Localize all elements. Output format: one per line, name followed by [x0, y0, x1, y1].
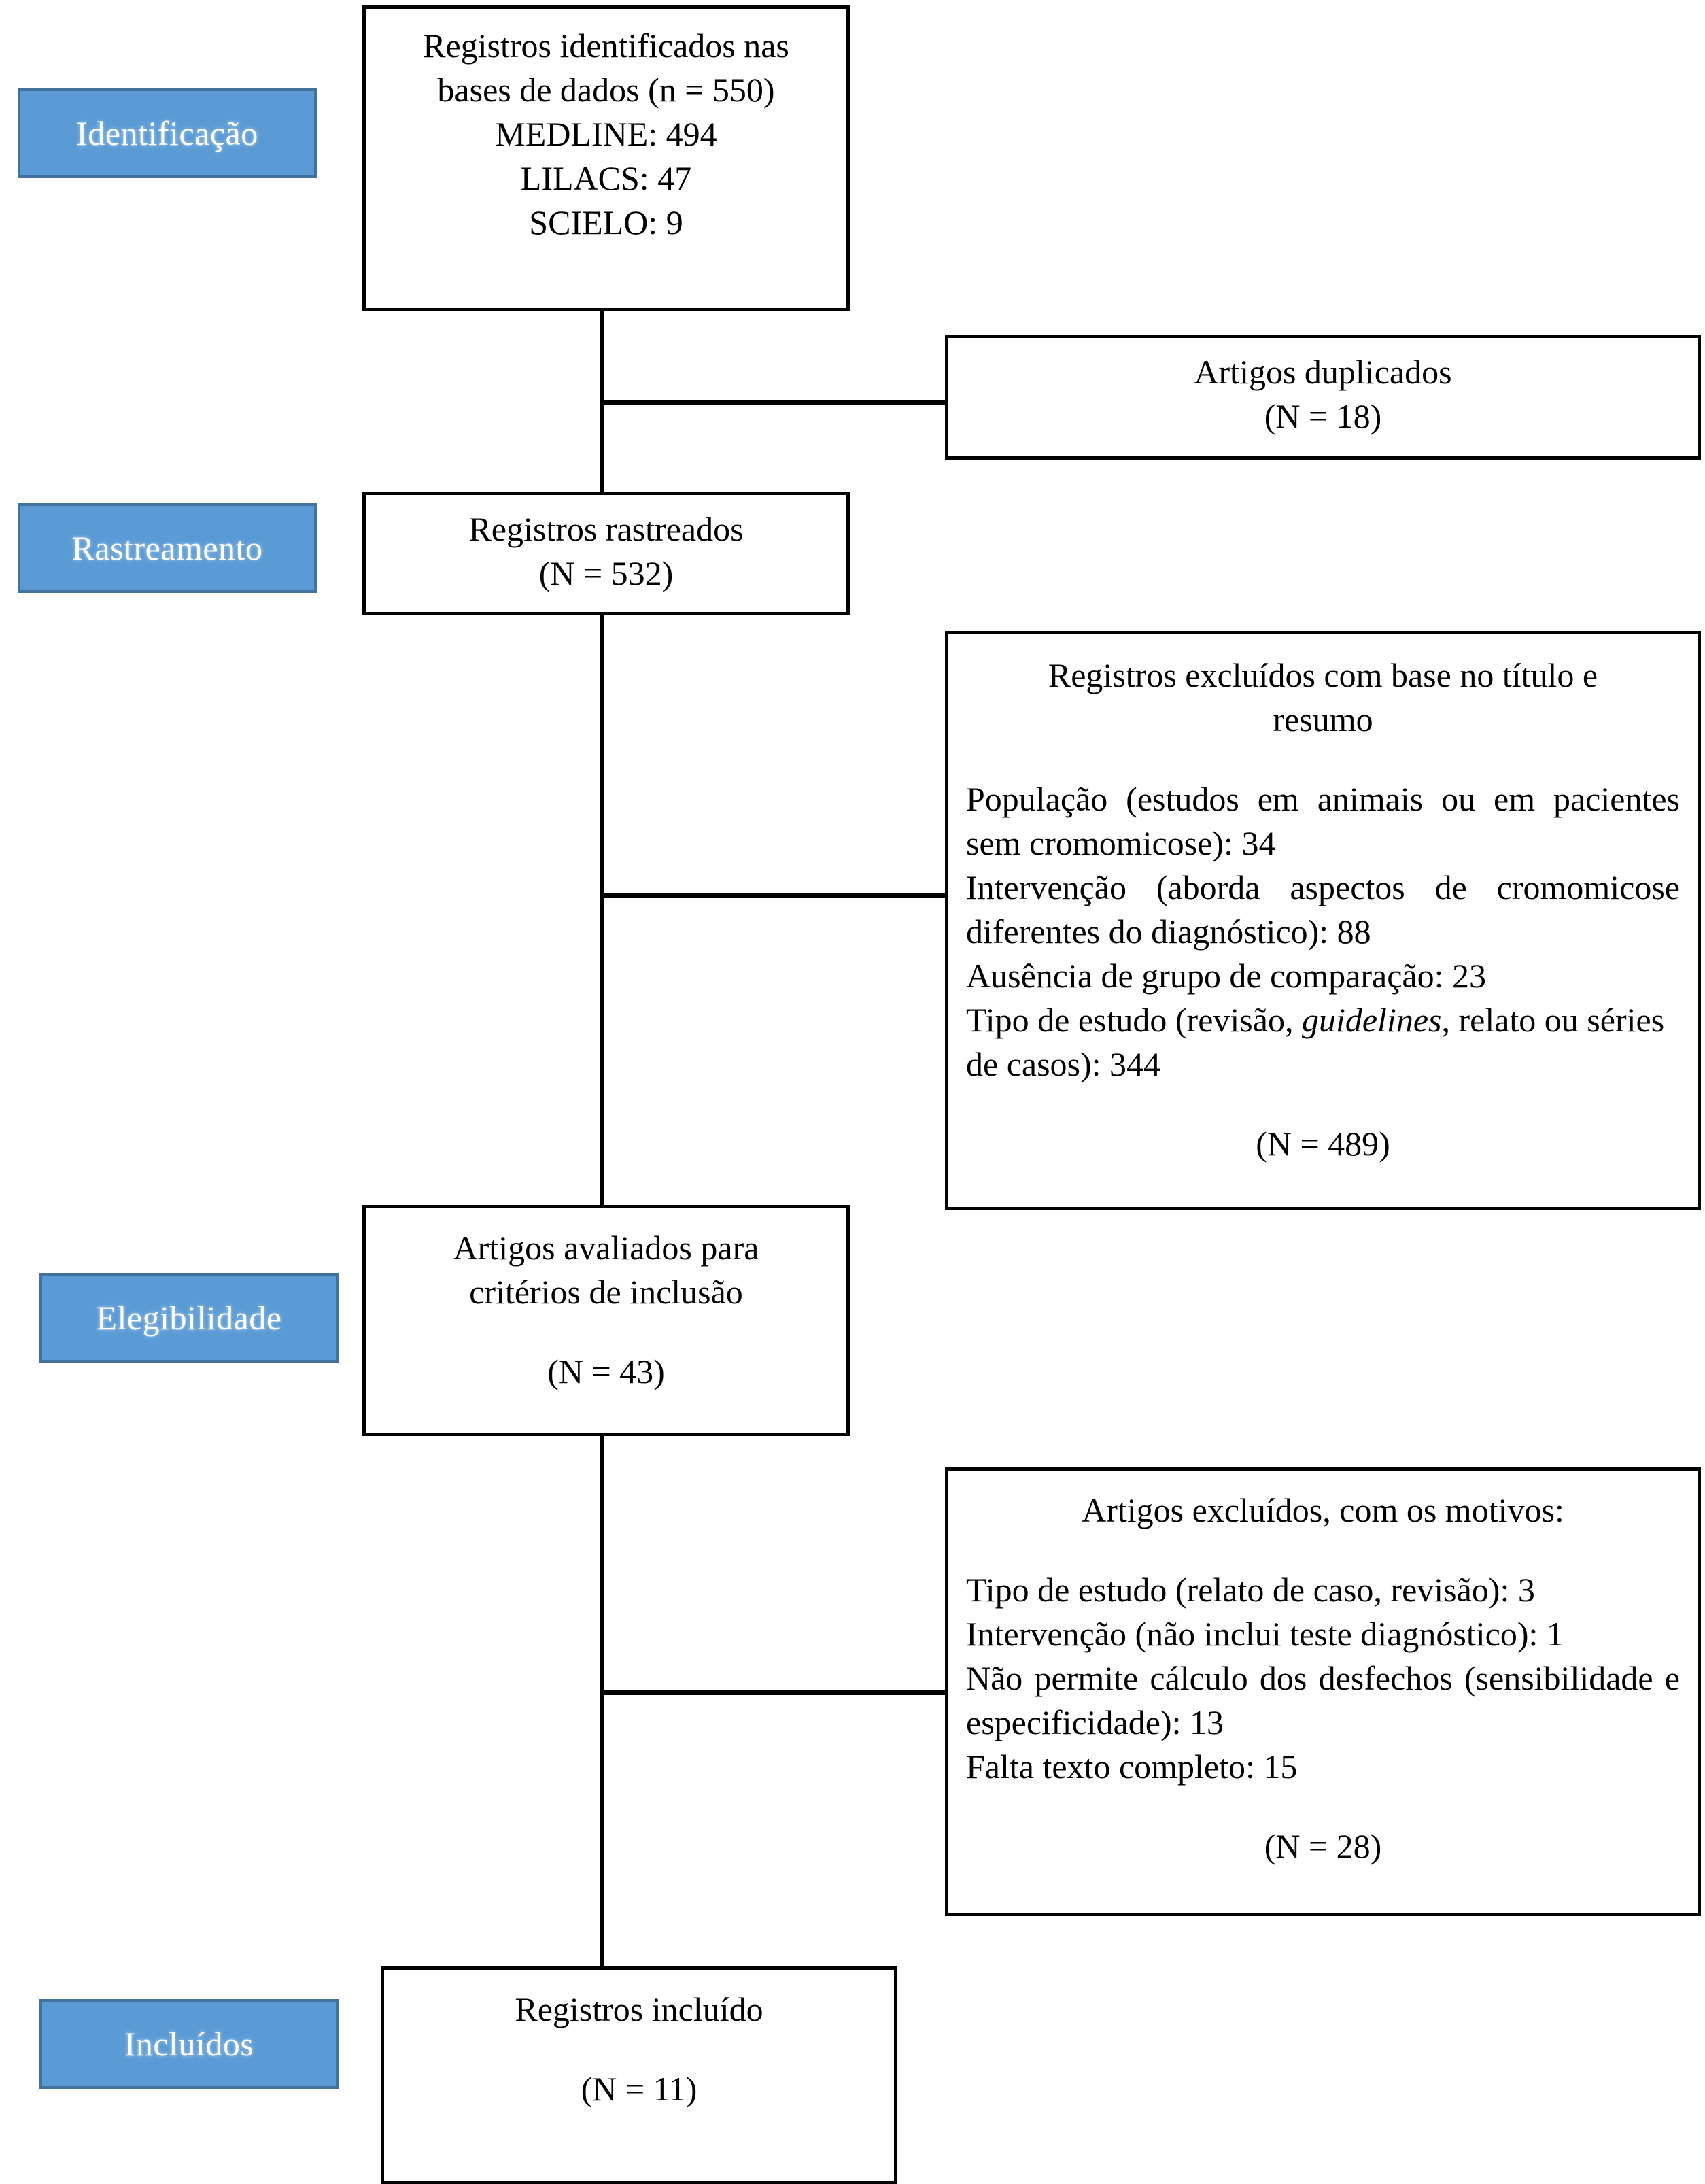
stage-label-identificacao: Identificação: [18, 88, 317, 178]
excluded-title-abstract-reason-intervention: Intervenção (aborda aspectos de cromomic…: [966, 868, 1680, 951]
records-identified-lilacs: LILACS: 47: [520, 159, 692, 197]
records-identified-line-2: bases de dados (n = 550): [437, 71, 775, 109]
excluded-fulltext-spacer: [966, 1533, 1680, 1568]
stage-label-text: Identificação: [76, 114, 258, 152]
records-identified-line-1: Registros identificados nas: [423, 27, 789, 65]
study-type-italic: guidelines: [1301, 1001, 1442, 1039]
excluded-fulltext-reason-missing-fulltext: Falta texto completo: 15: [966, 1747, 1298, 1786]
excluded-title-abstract-heading: Registros excluídos com base no título e…: [1048, 656, 1598, 738]
excluded-title-abstract-reason-comparison: Ausência de grupo de comparação: 23: [966, 957, 1486, 995]
stage-label-text: Rastreamento: [71, 528, 263, 567]
excluded-fulltext-reason-outcomes: Não permite cálculo dos desfechos (sensi…: [966, 1659, 1680, 1741]
box-excluded-title-abstract: Registros excluídos com base no título e…: [945, 631, 1701, 1210]
stage-label-rastreamento: Rastreamento: [18, 503, 317, 593]
stage-label-incluidos: Incluídos: [39, 1999, 339, 2089]
excluded-title-abstract-spacer-2: [966, 1087, 1680, 1122]
excluded-title-abstract-spacer: [966, 742, 1680, 777]
excluded-fulltext-reason-study-type: Tipo de estudo (relato de caso, revisão)…: [966, 1571, 1535, 1609]
box-records-identified: Registros identificados nas bases de dad…: [362, 5, 850, 311]
included-total: (N = 11): [581, 2070, 698, 2108]
stage-label-text: Elegibilidade: [96, 1298, 282, 1337]
records-identified-medline: MEDLINE: 494: [495, 115, 717, 153]
excluded-fulltext-total: (N = 28): [1264, 1827, 1382, 1865]
box-articles-assessed: Artigos avaliados para critérios de incl…: [362, 1205, 850, 1436]
box-records-screened: Registros rastreados (N = 532): [362, 492, 850, 615]
connector-horizontal-excluded-title-abstract: [600, 893, 945, 898]
assessed-total: (N = 43): [547, 1352, 665, 1390]
excluded-fulltext-spacer-2: [966, 1789, 1680, 1824]
excluded-title-abstract-total: (N = 489): [1256, 1125, 1390, 1163]
screened-count: (N = 532): [538, 554, 674, 592]
assessed-spacer: [383, 1314, 829, 1350]
study-type-post: , relato ou séries de casos): 344: [966, 1001, 1665, 1083]
included-label: Registros incluído: [515, 1990, 763, 2028]
duplicates-label: Artigos duplicados: [1194, 353, 1452, 391]
stage-label-elegibilidade: Elegibilidade: [39, 1273, 339, 1363]
box-duplicate-articles: Artigos duplicados (N = 18): [945, 335, 1701, 460]
assessed-line-2: critérios de inclusão: [469, 1273, 743, 1311]
connector-vertical-screened-assessed: [600, 611, 604, 1209]
screened-label: Registros rastreados: [468, 510, 744, 548]
excluded-title-abstract-reason-population: População (estudos em animais ou em paci…: [966, 780, 1680, 862]
assessed-line-1: Artigos avaliados para: [453, 1229, 759, 1267]
excluded-title-abstract-reason-study-type: Tipo de estudo (revisão, guidelines, rel…: [966, 998, 1680, 1087]
box-records-included: Registros incluído (N = 11): [381, 1966, 897, 2184]
connector-vertical-assessed-included: [600, 1433, 604, 1970]
duplicates-count: (N = 18): [1264, 397, 1382, 435]
records-identified-scielo: SCIELO: 9: [529, 203, 683, 241]
excluded-fulltext-reason-intervention: Intervenção (não inclui teste diagnóstic…: [966, 1615, 1564, 1653]
included-spacer: [402, 2032, 876, 2067]
connector-horizontal-excluded-fulltext: [600, 1690, 945, 1695]
excluded-fulltext-heading: Artigos excluídos, com os motivos:: [1082, 1491, 1564, 1529]
study-type-pre: Tipo de estudo (revisão,: [966, 1001, 1302, 1039]
box-excluded-fulltext: Artigos excluídos, com os motivos: Tipo …: [945, 1467, 1701, 1916]
stage-label-text: Incluídos: [124, 2024, 254, 2063]
connector-horizontal-duplicates: [600, 400, 945, 405]
